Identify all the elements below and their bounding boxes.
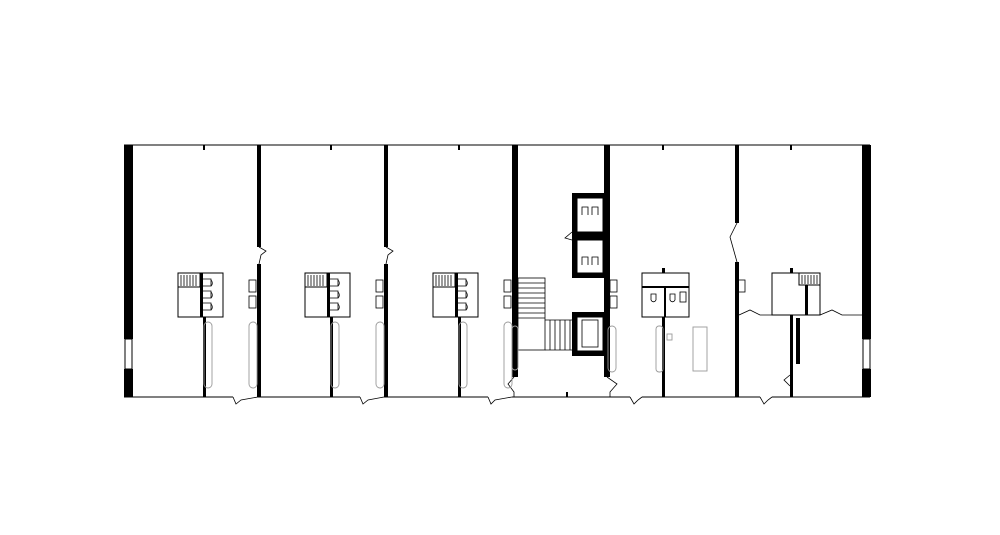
right-end-wall xyxy=(862,145,871,397)
party-walls xyxy=(257,145,739,397)
bay-3-core xyxy=(432,272,513,397)
facade-ticks xyxy=(203,145,792,397)
facade-doors xyxy=(232,396,773,405)
bay-2-core xyxy=(304,272,385,397)
shared-bathrooms xyxy=(564,193,618,309)
bay-5-core xyxy=(641,268,746,397)
left-end-wall xyxy=(124,145,133,397)
building-outline xyxy=(124,144,870,398)
bay-6-core xyxy=(738,268,862,397)
bay-1-core xyxy=(177,272,258,397)
wall-door-swings xyxy=(258,222,738,397)
lift-shaft xyxy=(572,312,617,373)
stair-core xyxy=(511,277,572,371)
